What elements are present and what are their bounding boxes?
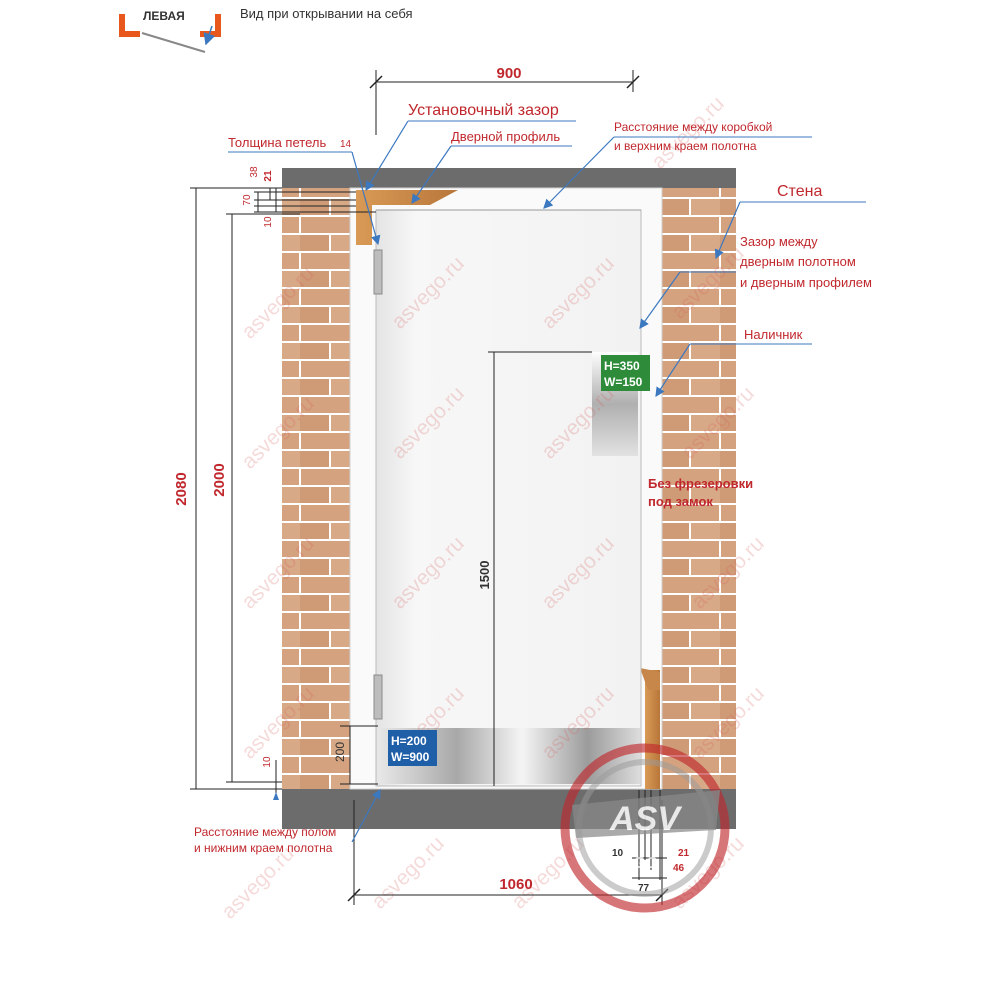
leaf-gap-label-3: и дверным профилем (740, 275, 872, 290)
lock-plate-badge (601, 355, 650, 391)
casing-arrow (655, 343, 812, 398)
door-side-label: ЛЕВАЯ (143, 9, 185, 23)
hinge-bottom-icon (373, 674, 383, 720)
dim-profile-46-label: 46 (673, 863, 685, 874)
dim-profile-21-label: 21 (678, 848, 690, 859)
svg-text:ASV: ASV (609, 800, 683, 838)
hinge-top-icon (373, 249, 383, 295)
dim-10-bottom-label: 10 (262, 756, 273, 768)
floor-gap-label-2: и нижним краем полотна (194, 841, 333, 855)
install-gap-arrow (365, 120, 576, 192)
door-profile-arrow (411, 145, 572, 204)
dim-70-label: 70 (242, 194, 253, 206)
box-top-gap-arrow (543, 136, 812, 209)
svg-text:asvego.ru: asvego.ru (367, 832, 448, 913)
door-side-icon (119, 14, 221, 53)
dim-38-label: 38 (249, 166, 260, 178)
kick-plate-badge (388, 730, 437, 766)
lock-plate-h: H=350 (604, 359, 640, 373)
dim-1500-label: 1500 (477, 561, 492, 590)
concrete-top (282, 168, 736, 188)
hinge-thickness-value: 14 (340, 139, 352, 150)
dim-top-small (254, 188, 376, 213)
dim-1060 (347, 800, 669, 905)
dim-2000-label: 2000 (211, 463, 228, 496)
dim-profile-77-label: 77 (638, 883, 650, 894)
leaf-gap-arrow (639, 271, 736, 329)
leaf-gap-label-2: дверным полотном (740, 254, 856, 269)
install-gap-label: Установочный зазор (408, 102, 559, 119)
no-lock-label-2: под замок (648, 494, 713, 509)
lock-plate-w: W=150 (604, 375, 643, 389)
kick-plate-h: H=200 (391, 734, 427, 748)
asv-logo: ASV GO (560, 743, 730, 913)
dim-21-label: 21 (263, 170, 274, 182)
dim-2000 (226, 213, 300, 783)
brick-wall-right (662, 188, 736, 789)
box-top-gap-label-2: и верхним краем полотна (614, 139, 757, 153)
kick-plate-w: W=900 (391, 750, 430, 764)
hinge-thickness-label: Толщина петель (228, 135, 326, 150)
casing-label: Наличник (744, 327, 803, 342)
dim-2080-label: 2080 (173, 472, 190, 505)
dim-200 (340, 725, 378, 785)
dim-profile-10-label: 10 (612, 848, 624, 859)
floor-gap-label-1: Расстояние между полом (194, 825, 336, 839)
door-profile-label: Дверной профиль (451, 129, 560, 144)
wall-arrow (714, 201, 866, 260)
leaf-gap-label-1: Зазор между (740, 234, 818, 249)
dim-200-label: 200 (333, 742, 347, 762)
view-label: Вид при открывании на себя (240, 6, 413, 21)
brick-wall-left (282, 188, 350, 789)
dim-1060-label: 1060 (499, 876, 532, 893)
box-top-gap-label-1: Расстояние между коробкой (614, 120, 772, 134)
dim-2080 (190, 187, 282, 790)
dim-10-top-label: 10 (263, 216, 274, 228)
floor-gap-arrow (351, 788, 381, 843)
wall-label: Стена (777, 183, 822, 200)
dim-1500 (488, 351, 592, 786)
dim-900 (369, 70, 640, 135)
svg-text:GO: GO (633, 855, 658, 872)
no-lock-label-1: Без фрезеровки (648, 476, 753, 491)
dim-floor-gap (273, 760, 279, 800)
dim-900-label: 900 (496, 65, 521, 82)
hinge-thickness-arrow (228, 151, 381, 246)
